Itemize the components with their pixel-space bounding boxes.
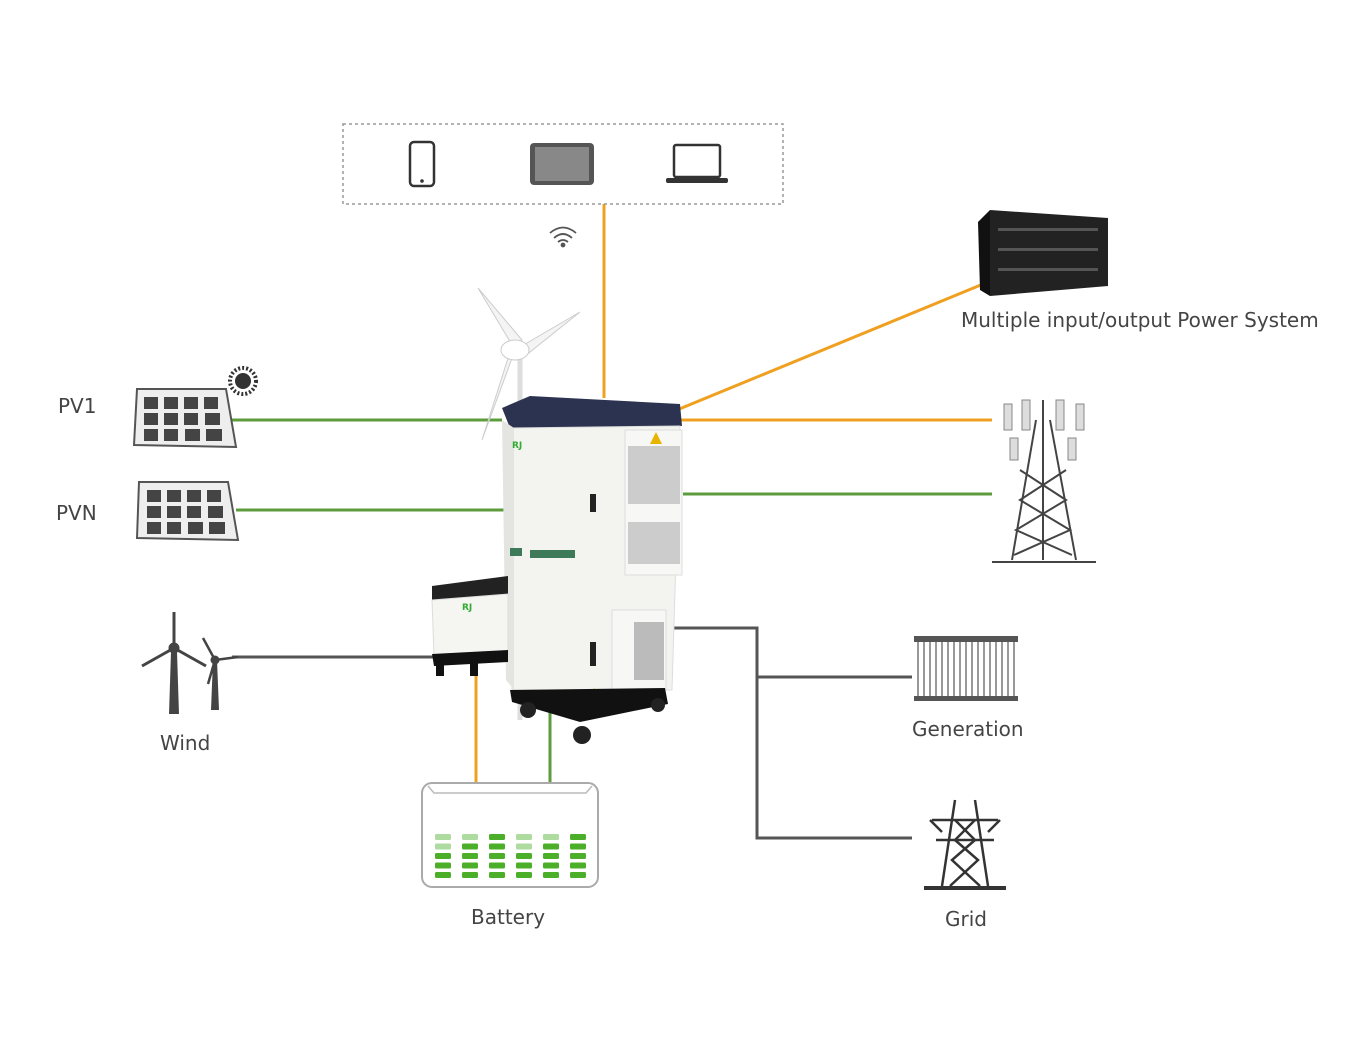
generation-label: Generation [912, 717, 1024, 741]
battery-cell [543, 834, 559, 840]
battery-cell [489, 853, 505, 859]
battery-cell [543, 853, 559, 859]
connections [232, 204, 992, 840]
battery-cell [489, 834, 505, 840]
battery-cell [462, 834, 478, 840]
phone-icon [408, 140, 436, 188]
power-system-rack-icon [978, 210, 1108, 296]
telecom-tower-icon [992, 399, 1096, 563]
battery-cell [435, 872, 451, 878]
wifi-icon [549, 226, 577, 248]
battery-cell [516, 843, 532, 850]
energy-cabinet: RJ [477, 287, 683, 744]
wind-label: Wind [160, 731, 211, 755]
line-grid [665, 626, 912, 840]
grid-pylon-icon [924, 799, 1006, 890]
battery-cell [462, 862, 478, 869]
sun-icon [228, 366, 258, 396]
battery-cell [516, 862, 532, 869]
battery-cell [570, 834, 586, 840]
grid-label: Grid [945, 907, 987, 931]
generator-icon [914, 636, 1018, 701]
battery-cell [489, 843, 505, 850]
cabinet-wind-turbine [477, 287, 581, 441]
tablet-icon [530, 143, 594, 185]
battery-cell [489, 862, 505, 869]
solar-panel-pvn-icon [135, 481, 240, 542]
battery-bank-icon [421, 782, 599, 888]
battery-cell [435, 843, 451, 850]
pvn-label: PVN [56, 501, 97, 525]
battery-cell [543, 872, 559, 878]
solar-panel-pv1-icon [132, 388, 238, 449]
battery-cell [462, 853, 478, 859]
laptop-icon [666, 143, 728, 183]
battery-cell [435, 862, 451, 869]
power-system-label: Multiple input/output Power System [961, 308, 1319, 332]
battery-cell [543, 862, 559, 869]
battery-cell [570, 872, 586, 878]
line-power-system [671, 280, 989, 414]
battery-cell [570, 853, 586, 859]
battery-cell [570, 843, 586, 850]
wind-turbine-icon [141, 612, 239, 714]
battery-cell [462, 872, 478, 878]
battery-cell [435, 853, 451, 859]
pv1-label: PV1 [58, 394, 97, 418]
battery-cell [462, 843, 478, 850]
battery-cell [516, 853, 532, 859]
device-group [342, 123, 784, 205]
battery-cell [516, 872, 532, 878]
battery-cell [570, 862, 586, 869]
battery-cell [489, 872, 505, 878]
battery-level-bars [435, 834, 586, 878]
svg-text:RJ: RJ [512, 441, 522, 451]
battery-label: Battery [471, 905, 546, 929]
side-battery-unit: RJ [431, 576, 509, 676]
battery-cell [543, 843, 559, 850]
svg-text:RJ: RJ [462, 603, 472, 613]
battery-cell [435, 834, 451, 840]
battery-cell [516, 834, 532, 840]
